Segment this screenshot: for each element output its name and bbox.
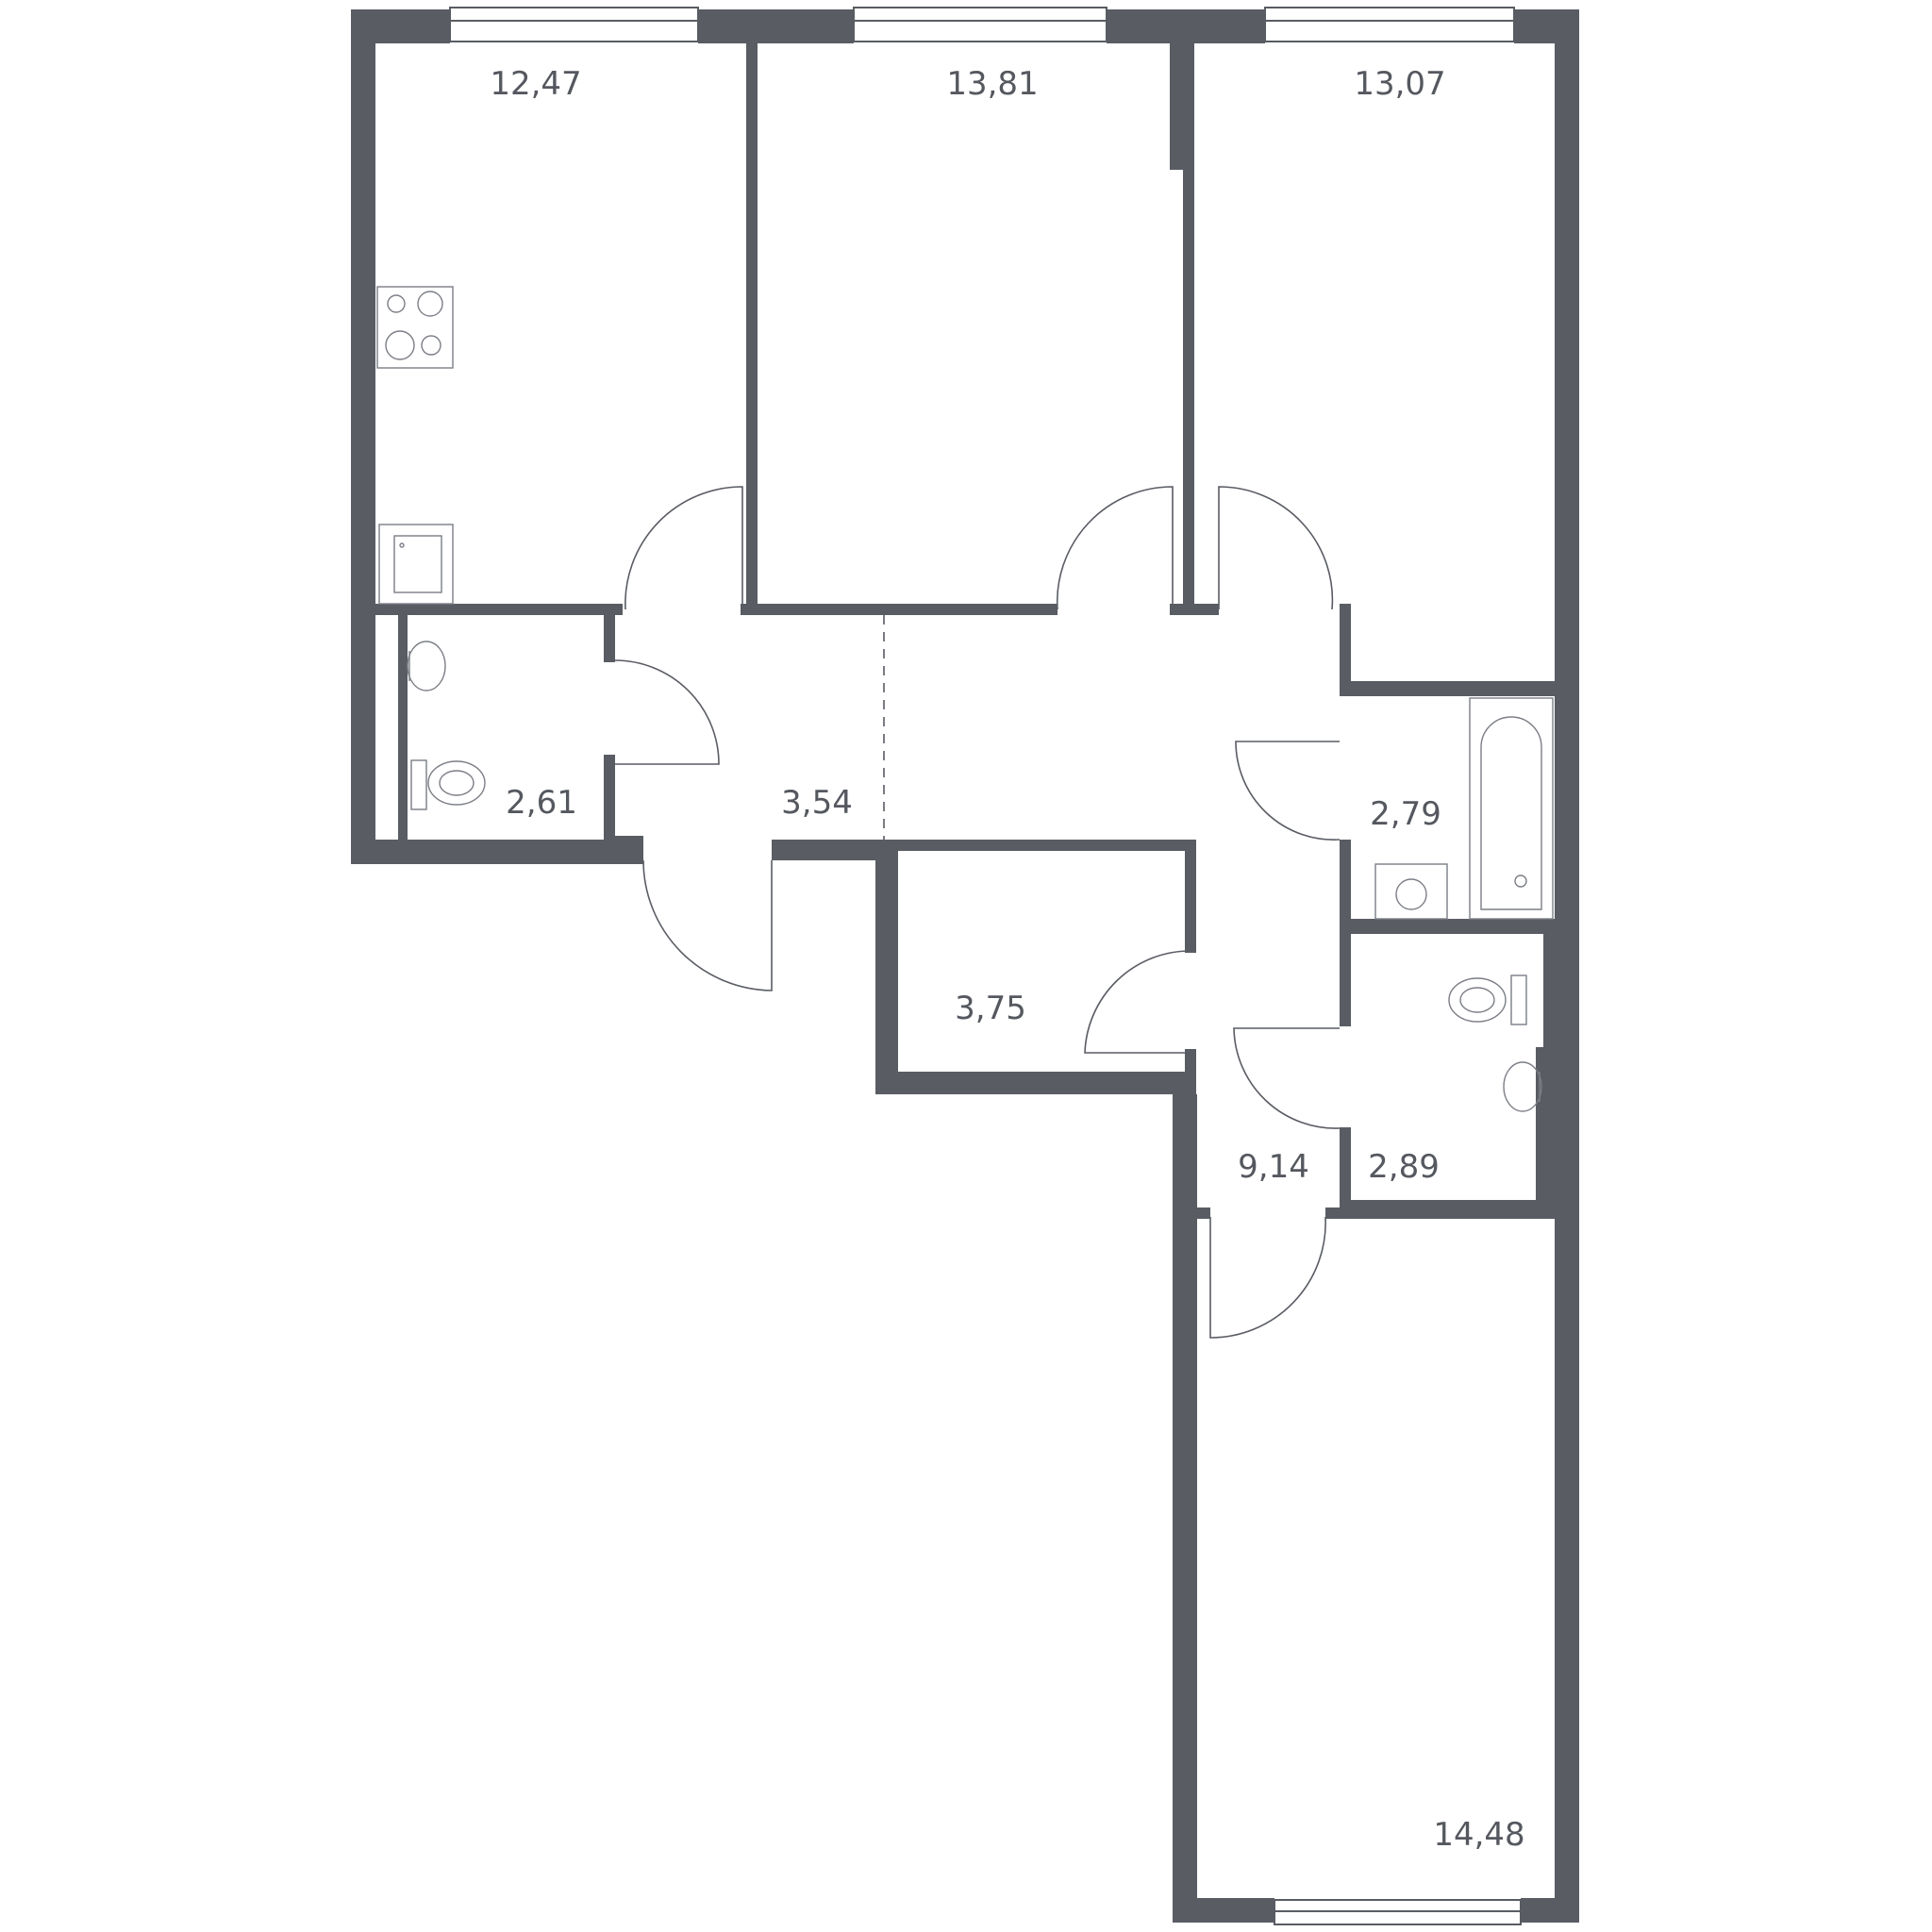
area-label-bedroom-2: 13,07 bbox=[1354, 65, 1445, 103]
area-label-bedroom-1: 13,81 bbox=[946, 65, 1038, 103]
area-label-kitchen: 12,47 bbox=[490, 65, 581, 103]
exterior-walls bbox=[351, 9, 1579, 1923]
window-bedroom-1 bbox=[853, 7, 1108, 42]
area-label-wc-2: 2,89 bbox=[1368, 1148, 1440, 1186]
wc-1-toilet-icon bbox=[410, 759, 486, 810]
wc-1-sink-icon bbox=[407, 641, 446, 691]
area-label-corridor: 9,14 bbox=[1238, 1148, 1309, 1186]
window-living-room bbox=[1274, 1899, 1522, 1925]
fixtures bbox=[376, 286, 1554, 1112]
bathroom-sink-icon bbox=[1374, 863, 1448, 920]
area-label-storage: 3,75 bbox=[955, 990, 1026, 1027]
interior-walls bbox=[375, 43, 1557, 1219]
area-label-living-room: 14,48 bbox=[1433, 1816, 1524, 1854]
wc-2-sink-icon bbox=[1503, 1061, 1542, 1112]
area-label-bathroom: 2,79 bbox=[1370, 795, 1441, 833]
room-labels: 12,47 13,81 13,07 2,61 3,54 2,79 3,75 9,… bbox=[490, 65, 1524, 1854]
area-label-wc: 2,61 bbox=[506, 784, 577, 822]
stove-icon bbox=[376, 286, 454, 369]
kitchen-sink-icon bbox=[378, 524, 454, 605]
doors bbox=[614, 486, 1341, 1339]
bathtub-icon bbox=[1469, 697, 1554, 920]
window-bedroom-2 bbox=[1264, 7, 1515, 42]
area-label-hall-a: 3,54 bbox=[781, 784, 853, 822]
window-kitchen bbox=[449, 7, 699, 42]
wc-2-toilet-icon bbox=[1448, 974, 1527, 1025]
windows bbox=[449, 7, 1522, 1925]
